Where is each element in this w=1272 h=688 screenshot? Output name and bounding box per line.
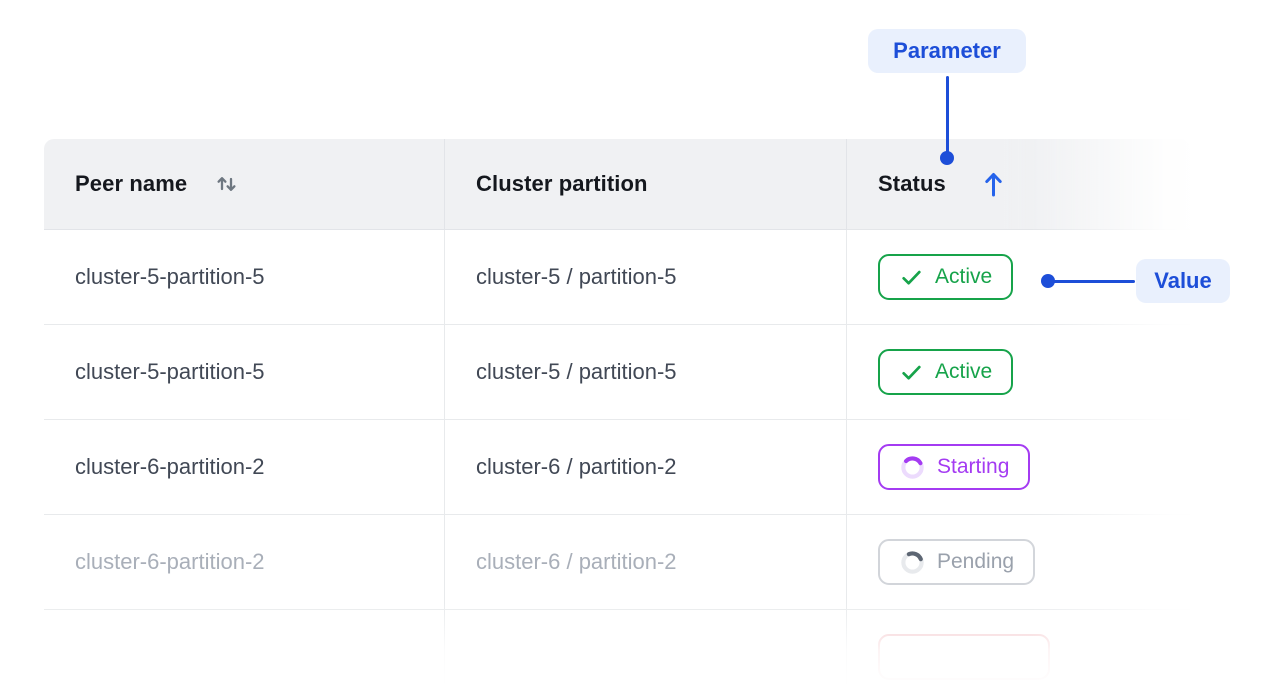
spinner-icon [899, 549, 926, 576]
status-badge-failed [878, 634, 1050, 680]
table-row[interactable]: cluster-5-partition-5 cluster-5 / partit… [44, 325, 1190, 420]
cluster-partition-cell: cluster-5 / partition-5 [445, 325, 847, 419]
peer-name-cell: cluster-6-partition-2 [44, 420, 445, 514]
table-row[interactable]: cluster-6-partition-2 cluster-6 / partit… [44, 420, 1190, 515]
table-row[interactable]: cluster-5-partition-5 cluster-5 / partit… [44, 230, 1190, 325]
peer-name-header-label: Peer name [75, 171, 188, 196]
value-pointer-dot [1041, 274, 1055, 288]
peer-name-cell: cluster-6-partition-2 [44, 515, 445, 609]
cluster-partition-header-label: Cluster partition [476, 171, 648, 196]
status-badge-pending: Pending [878, 539, 1036, 585]
value-annotation-label: Value [1154, 268, 1212, 293]
status-badge-label: Active [935, 265, 993, 288]
check-icon [899, 360, 924, 385]
status-cell: Active [847, 325, 1190, 419]
status-badge-starting: Starting [878, 444, 1031, 490]
peer-name-cell: cluster-5-partition-5 [44, 325, 445, 419]
parameter-annotation-bubble: Parameter [868, 29, 1026, 73]
status-cell: Active [847, 230, 1190, 324]
table-header-row: Peer name Cluster partition Status [44, 139, 1190, 230]
status-badge-active: Active [878, 349, 1014, 395]
status-cell [847, 610, 1190, 688]
cluster-partition-cell: cluster-6 / partition-2 [445, 515, 847, 609]
status-cell: Pending [847, 515, 1190, 609]
table-row[interactable] [44, 610, 1190, 688]
parameter-annotation-label: Parameter [893, 38, 1001, 63]
status-badge-active: Active [878, 254, 1014, 300]
status-badge-label: Starting [937, 455, 1010, 478]
peer-name-cell [44, 610, 445, 688]
parameter-pointer-line [946, 76, 949, 154]
value-pointer-line [1050, 280, 1135, 283]
sort-both-icon[interactable] [213, 170, 240, 198]
table-row[interactable]: cluster-6-partition-2 cluster-6 / partit… [44, 515, 1190, 610]
status-header-label: Status [878, 171, 946, 196]
column-header-status[interactable]: Status [847, 139, 1190, 230]
sort-ascending-icon[interactable] [980, 169, 1007, 199]
table-body: cluster-5-partition-5 cluster-5 / partit… [44, 230, 1190, 688]
parameter-pointer-dot [940, 151, 954, 165]
peer-name-cell: cluster-5-partition-5 [44, 230, 445, 324]
value-annotation-bubble: Value [1136, 259, 1230, 303]
check-icon [899, 265, 924, 290]
spinner-icon [899, 454, 926, 481]
peers-table: Peer name Cluster partition Status [44, 139, 1190, 688]
cluster-partition-cell: cluster-6 / partition-2 [445, 420, 847, 514]
status-badge-label: Pending [937, 550, 1015, 573]
column-header-cluster-partition[interactable]: Cluster partition [445, 139, 847, 229]
status-badge-label: Active [935, 360, 993, 383]
cluster-partition-cell: cluster-5 / partition-5 [445, 230, 847, 324]
column-header-peer-name[interactable]: Peer name [44, 139, 445, 229]
status-cell: Starting [847, 420, 1190, 514]
cluster-partition-cell [445, 610, 847, 688]
